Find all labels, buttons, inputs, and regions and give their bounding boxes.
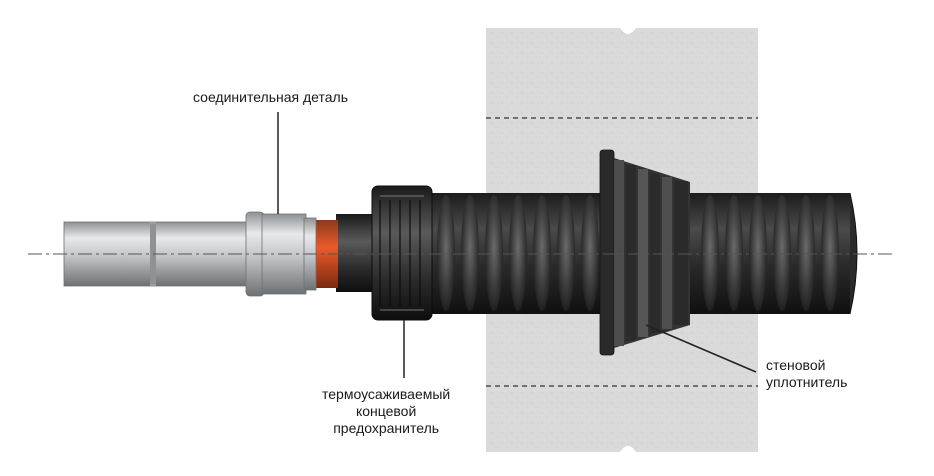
wall-seal xyxy=(599,149,690,356)
label-end-cap: термоусаживаемый концевой предохранитель xyxy=(322,386,450,437)
pipe-corrugation-rib xyxy=(533,195,551,311)
pipe-corrugation-rib xyxy=(725,195,743,311)
label-coupling: соединительная деталь xyxy=(193,89,348,105)
pipe-corrugation-rib xyxy=(749,195,767,311)
label-end-cap-line: концевой xyxy=(355,403,417,419)
leader-line-wall-seal xyxy=(645,324,757,373)
label-wall-seal: стеновой уплотнитель xyxy=(766,357,847,391)
pipe-corrugation-rib xyxy=(797,195,815,311)
pipe-corrugation-rib xyxy=(773,195,791,311)
label-end-cap-line: предохранитель xyxy=(333,420,440,436)
pipe-corrugation-rib xyxy=(437,195,455,311)
pipe-corrugation-rib xyxy=(485,195,503,311)
label-end-cap-line: термоусаживаемый xyxy=(322,386,451,402)
heat-shrink-end-cap xyxy=(336,185,433,321)
pipe-corrugation-rib xyxy=(557,195,575,311)
orange-sleeve xyxy=(316,220,338,288)
pipe-corrugation-rib xyxy=(821,195,839,311)
label-wall-seal-line: уплотнитель xyxy=(766,374,848,390)
pipe-corrugation-rib xyxy=(581,195,599,311)
pipe-corrugation-rib xyxy=(509,195,527,311)
pipe-corrugation-rib xyxy=(461,195,479,311)
pipe-corrugation-rib xyxy=(701,195,719,311)
label-wall-seal-line: стеновой xyxy=(766,357,826,373)
